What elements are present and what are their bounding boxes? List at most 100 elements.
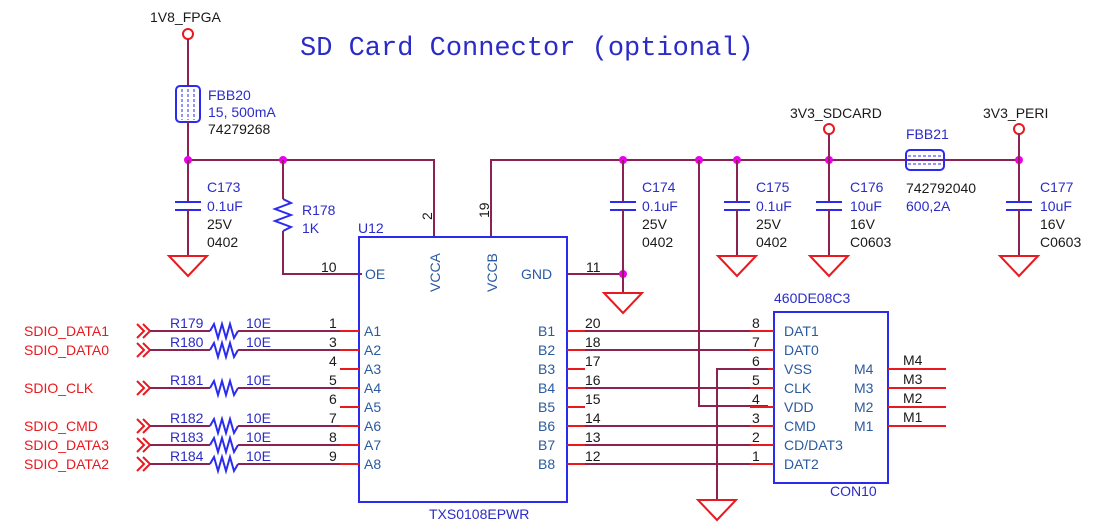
u12-b-pin-num: 15 xyxy=(585,391,601,407)
con10-pin-label: CD/DAT3 xyxy=(784,437,843,453)
u12-b-pin-num: 12 xyxy=(585,448,601,464)
wire-vss xyxy=(716,368,768,500)
fbb21-ref: FBB21 xyxy=(906,126,949,142)
c174-package: 0402 xyxy=(642,234,673,250)
u12-a-pin-label: A8 xyxy=(364,456,381,472)
u12-b-pin-label: B2 xyxy=(538,342,555,358)
c177-package: C0603 xyxy=(1040,234,1081,250)
u12-b-pin-num: 14 xyxy=(585,410,601,426)
wire-r178-oe xyxy=(282,231,362,275)
fbb20-ref: FBB20 xyxy=(208,87,251,103)
c174-ref: C174 xyxy=(642,179,676,195)
c176-value: 10uF xyxy=(850,198,882,214)
power-port-1v8 xyxy=(182,28,194,40)
sdio-net-label: SDIO_DATA2 xyxy=(24,456,109,472)
c176-package: C0603 xyxy=(850,234,891,250)
ground-icon xyxy=(807,255,851,278)
u12-ref: U12 xyxy=(358,220,384,236)
con10-m-pin-num: M3 xyxy=(903,371,923,387)
resistor-icon xyxy=(209,453,239,475)
u12-b-pin-label: B7 xyxy=(538,437,555,453)
u12-b-pin-num: 20 xyxy=(585,315,601,331)
port-arrow-icon xyxy=(136,342,146,358)
con10-m-pin-num: M4 xyxy=(903,352,923,368)
con10-pin-label: CLK xyxy=(784,380,812,396)
con10-pin-label: DAT2 xyxy=(784,456,819,472)
u12-a-pin-label: A4 xyxy=(364,380,381,396)
capacitor-icon-c173 xyxy=(175,201,201,211)
resistor-icon xyxy=(209,377,239,399)
u12-b-pin-num: 18 xyxy=(585,334,601,350)
sdio-res-value: 10E xyxy=(246,429,271,445)
con10-pin-label: VDD xyxy=(784,399,814,415)
sdio-net-label: SDIO_CMD xyxy=(24,418,98,434)
u12-oe-num: 10 xyxy=(321,259,337,275)
con10-pin-num: 1 xyxy=(752,448,760,464)
u12-b-pin-label: B5 xyxy=(538,399,555,415)
sdio-res-value: 10E xyxy=(246,334,271,350)
u12-b-pin-label: B4 xyxy=(538,380,555,396)
u12-a-pin-label: A1 xyxy=(364,323,381,339)
r178-value: 1K xyxy=(302,220,320,236)
wire-vdd xyxy=(698,160,768,407)
u12-b-pin-num: 16 xyxy=(585,372,601,388)
con10-pin-num: 8 xyxy=(752,315,760,331)
sdio-res-ref: R184 xyxy=(170,448,204,464)
connector-con10-body xyxy=(773,311,889,484)
fbb20-value: 15, 500mA xyxy=(208,104,276,120)
con10-ref: CON10 xyxy=(830,483,877,499)
u12-gnd-label: GND xyxy=(521,266,552,282)
con10-m-pin-label: M2 xyxy=(854,399,874,415)
sdio-res-value: 10E xyxy=(246,372,271,388)
c176-voltage: 16V xyxy=(850,216,876,232)
con10-pin-label: DAT1 xyxy=(784,323,819,339)
c175-voltage: 25V xyxy=(756,216,782,232)
c173-voltage: 25V xyxy=(207,216,233,232)
c174-voltage: 25V xyxy=(642,216,668,232)
capacitor-icon-c176 xyxy=(816,201,842,211)
u12-a-pin-num: 3 xyxy=(329,334,337,350)
u12-a-pin-label: A6 xyxy=(364,418,381,434)
u12-a-pin-label: A3 xyxy=(364,361,381,377)
u12-a-pin-num: 1 xyxy=(329,315,337,331)
con10-pin-label: VSS xyxy=(784,361,812,377)
u12-vccb-num: 19 xyxy=(476,202,492,218)
u12-oe-label: OE xyxy=(365,266,385,282)
u12-b-pin-label: B1 xyxy=(538,323,555,339)
u12-part: TXS0108EPWR xyxy=(429,506,529,522)
c177-ref: C177 xyxy=(1040,179,1074,195)
power-port-3v3-sdcard xyxy=(823,123,835,135)
sdio-net-label: SDIO_CLK xyxy=(24,380,94,396)
u12-vccb-label: VCCB xyxy=(484,253,500,292)
ground-icon xyxy=(997,255,1041,278)
u12-b-pin-num: 17 xyxy=(585,353,601,369)
u12-a-pin-num: 6 xyxy=(329,391,337,407)
c177-value: 10uF xyxy=(1040,198,1072,214)
con10-pin-num: 2 xyxy=(752,429,760,445)
con10-pin-num: 7 xyxy=(752,334,760,350)
sdio-net-label: SDIO_DATA3 xyxy=(24,437,109,453)
net-label-3v3-sdcard: 3V3_SDCARD xyxy=(790,105,882,121)
con10-m-pin-label: M3 xyxy=(854,380,874,396)
con10-m-pin-label: M4 xyxy=(854,361,874,377)
sdio-res-value: 10E xyxy=(246,315,271,331)
sdio-res-ref: R180 xyxy=(170,334,204,350)
u12-a-pin-num: 4 xyxy=(329,353,337,369)
port-arrow-icon xyxy=(136,418,146,434)
resistor-icon xyxy=(209,320,239,342)
con10-pin-num: 5 xyxy=(752,372,760,388)
u12-a-pin-num: 9 xyxy=(329,448,337,464)
resistor-icon xyxy=(209,415,239,437)
con10-m-pin-num: M2 xyxy=(903,390,923,406)
port-arrow-icon xyxy=(136,437,146,453)
u12-a-pin-num: 7 xyxy=(329,410,337,426)
ground-icon xyxy=(695,499,739,522)
con10-part: 460DE08C3 xyxy=(774,290,850,306)
c173-package: 0402 xyxy=(207,234,238,250)
port-arrow-icon xyxy=(136,456,146,472)
